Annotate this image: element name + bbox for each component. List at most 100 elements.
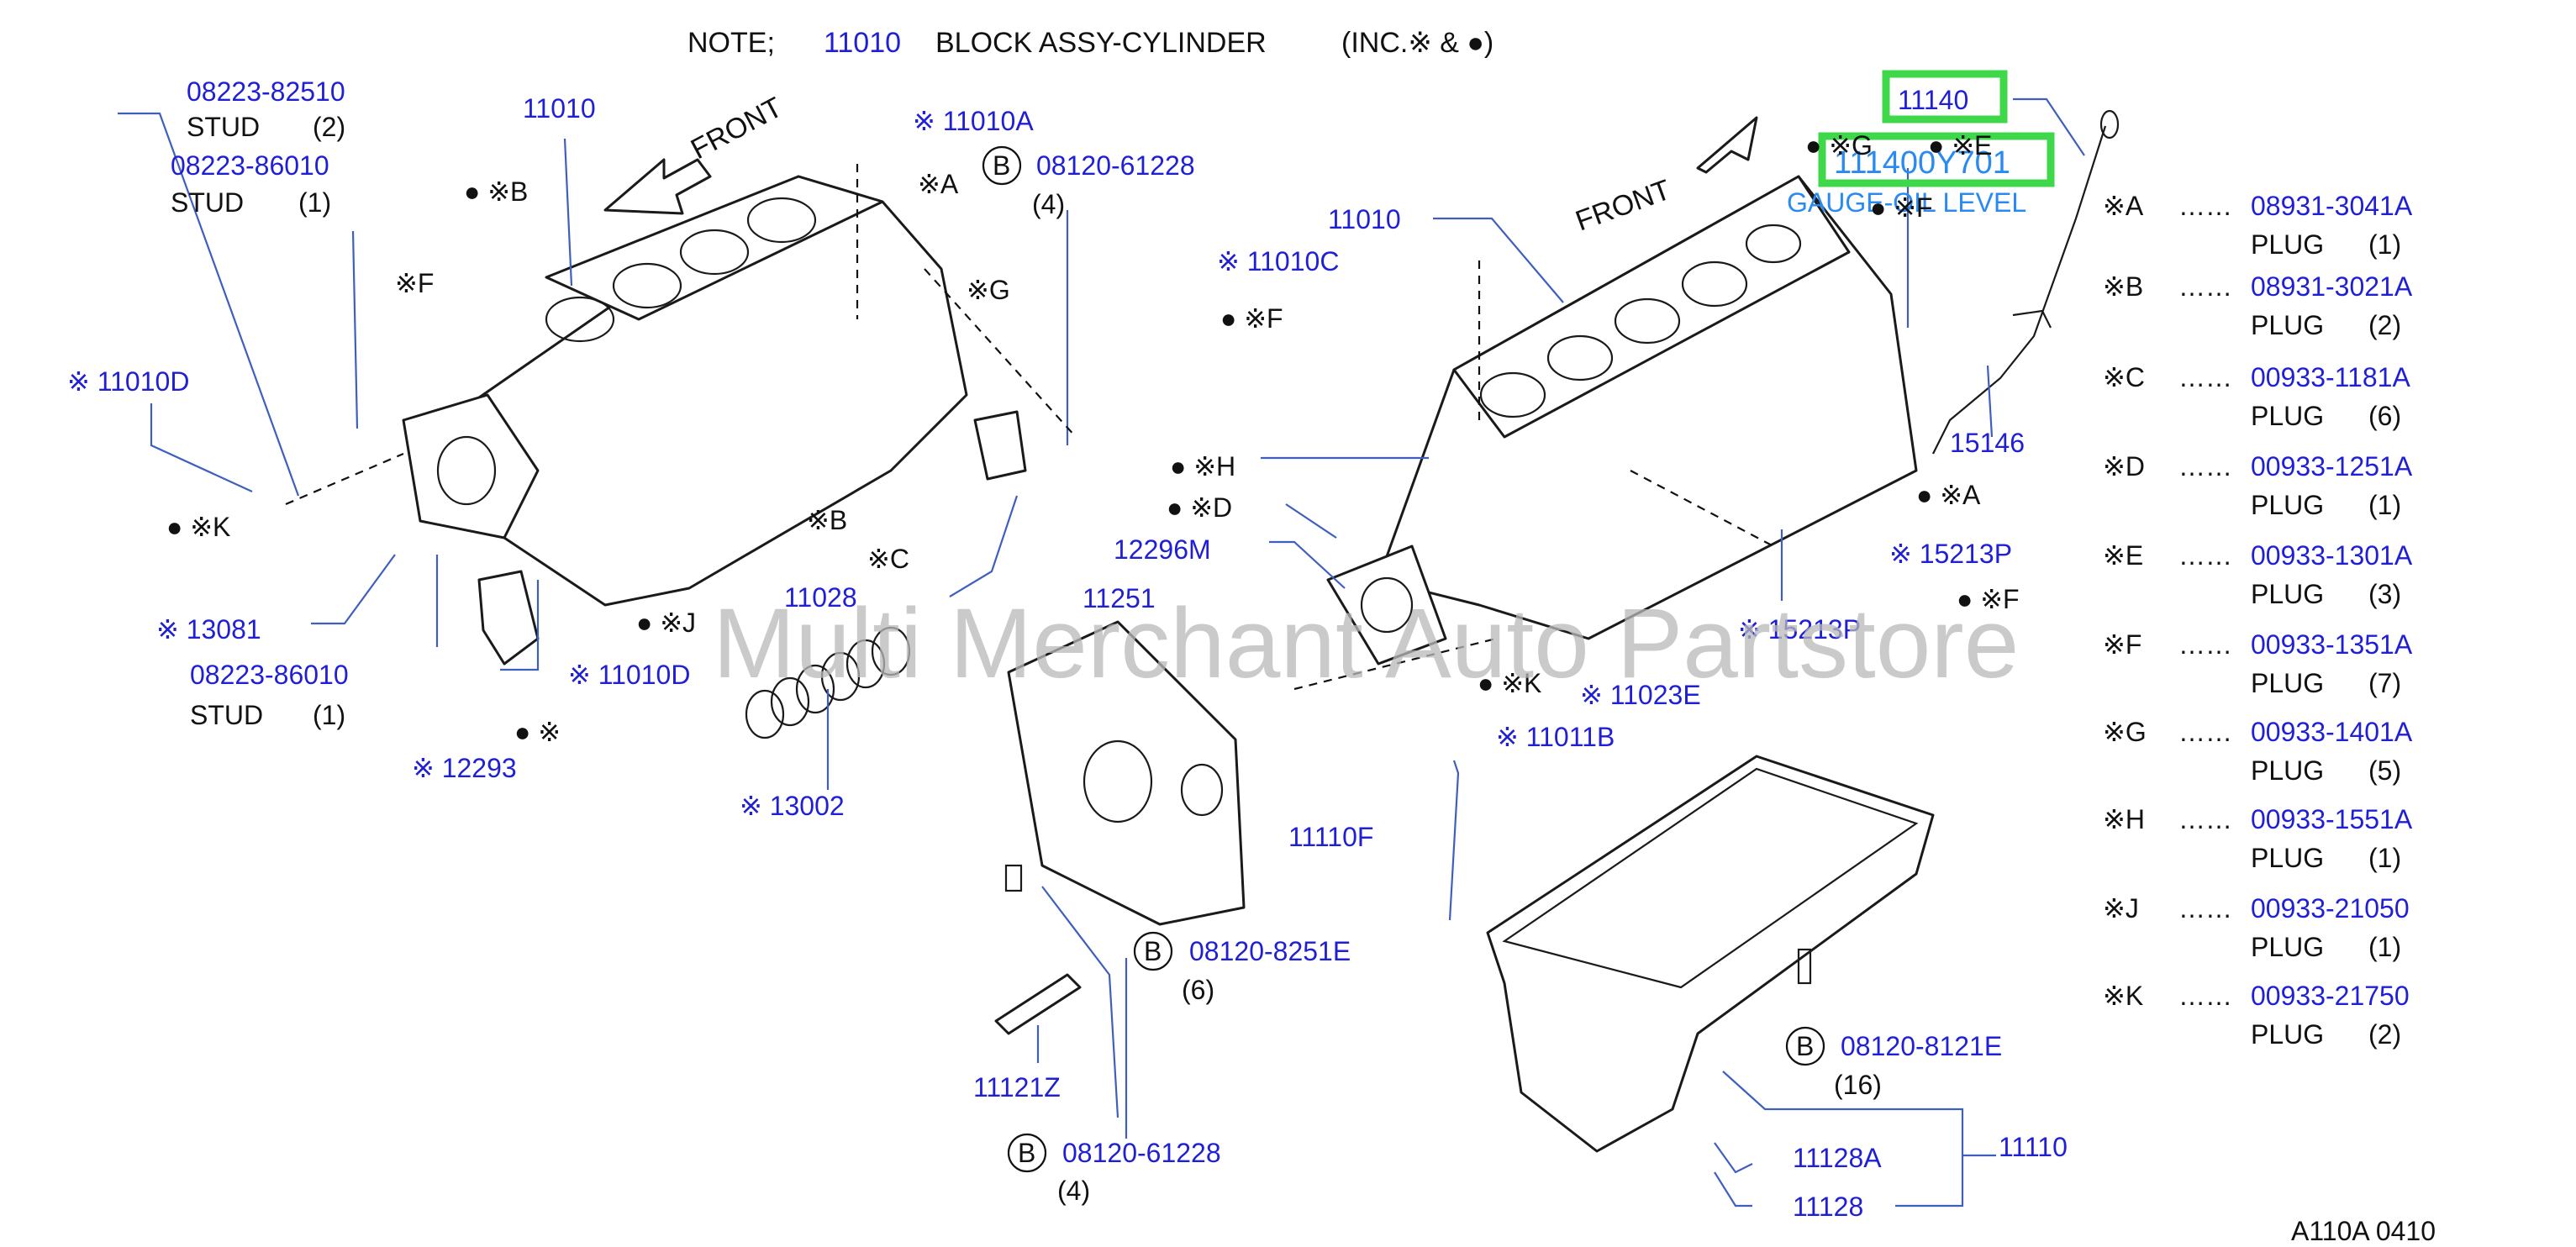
legend-part-g[interactable]: 00933-1401A: [2251, 717, 2413, 747]
legend-part-a[interactable]: 08931-3041A: [2251, 191, 2413, 221]
callout-11110F[interactable]: 11110F: [1288, 822, 1373, 852]
callout-15213P-b[interactable]: ※ 15213P: [1738, 614, 1861, 645]
legend-part-h[interactable]: 00933-1551A: [2251, 804, 2413, 834]
svg-text:……: ……: [2178, 451, 2232, 481]
legend-part-j[interactable]: 00933-21050: [2251, 893, 2410, 923]
legend-row-b: ※B …… 08931-3021A PLUG (2): [2103, 271, 2413, 340]
symbol-dot-j-left: ● ※J: [636, 608, 696, 638]
svg-text:……: ……: [2178, 804, 2232, 834]
callout-11121Z[interactable]: 11121Z: [973, 1072, 1061, 1102]
right-block-deck: [1452, 175, 1851, 439]
svg-text:PLUG: PLUG: [2251, 843, 2324, 873]
center-callouts: 11010 ※ 11010C ● ※F ● ※H ● ※D 12296M 112…: [973, 204, 1701, 1206]
svg-text:※K: ※K: [2103, 981, 2143, 1011]
callout-12296M[interactable]: 12296M: [1114, 534, 1211, 565]
callout-08120-8251E[interactable]: 08120-8251E: [1189, 936, 1351, 966]
symbol-a-left: ※A: [918, 169, 959, 199]
legend-part-k[interactable]: 00933-21750: [2251, 981, 2410, 1011]
legend-row-a: ※A …… 08931-3041A PLUG (1): [2103, 191, 2413, 260]
svg-text:……: ……: [2178, 717, 2232, 747]
note-header: NOTE; 11010 BLOCK ASSY-CYLINDER (INC.※ &…: [687, 27, 1493, 59]
callout-11251[interactable]: 11251: [1083, 583, 1156, 613]
svg-text:※A: ※A: [2103, 191, 2144, 221]
legend-row-g: ※G …… 00933-1401A PLUG (5): [2103, 717, 2413, 786]
left-callouts: 08223-82510 STUD (2) 08223-86010 STUD (1…: [67, 76, 1195, 821]
callout-15146[interactable]: 15146: [1950, 428, 2025, 458]
callout-11010A[interactable]: ※ 11010A: [913, 106, 1034, 136]
svg-text:(7): (7): [2368, 668, 2401, 698]
symbol-dot-h-center: ● ※H: [1170, 451, 1235, 481]
bolt-mark-b-1: [982, 145, 1022, 186]
left-side-plate: [973, 410, 1027, 481]
svg-text:……: ……: [2178, 362, 2232, 392]
legend-part-c[interactable]: 00933-1181A: [2251, 362, 2410, 392]
legend-row-j: ※J …… 00933-21050 PLUG (1): [2103, 893, 2410, 962]
callout-11023E[interactable]: ※ 11023E: [1580, 680, 1701, 710]
symbol-g-left: ※G: [967, 275, 1010, 305]
symbol-dot-k-center: ● ※K: [1478, 668, 1541, 698]
callout-13002[interactable]: ※ 13002: [740, 791, 845, 821]
callout-13081[interactable]: ※ 13081: [156, 614, 261, 645]
callout-11128A[interactable]: 11128A: [1793, 1143, 1882, 1173]
callout-stud-qty-2: (1): [298, 187, 331, 218]
svg-text:……: ……: [2178, 271, 2232, 302]
highlight-111400Y701: [1818, 132, 2055, 187]
legend-row-k: ※K …… 00933-21750 PLUG (2): [2103, 981, 2410, 1050]
bolt-mark-b-3: [1007, 1133, 1047, 1173]
legend-part-d[interactable]: 00933-1251A: [2251, 451, 2413, 481]
legend-part-b[interactable]: 08931-3021A: [2251, 271, 2413, 302]
callout-15213P-a[interactable]: ※ 15213P: [1889, 539, 2012, 569]
callout-11010D-lower[interactable]: ※ 11010D: [568, 660, 690, 690]
callout-11010C[interactable]: ※ 11010C: [1217, 246, 1339, 276]
callout-stud-desc-3: STUD: [190, 700, 263, 730]
pan-bolt: [1797, 948, 1812, 985]
svg-text:……: ……: [2178, 191, 2232, 221]
plate-bolt: [1004, 864, 1023, 892]
callout-stud-qty-3: (1): [313, 700, 345, 730]
callout-08223-82510[interactable]: 08223-82510: [187, 76, 345, 107]
symbol-dot-f-right-lower: ● ※F: [1957, 584, 2020, 614]
callout-08120-61228-bottom-qty: (4): [1057, 1176, 1090, 1206]
callout-11011B[interactable]: ※ 11011B: [1496, 722, 1615, 752]
callout-11110[interactable]: 11110: [1999, 1132, 2068, 1162]
callout-08120-8121E[interactable]: 08120-8121E: [1841, 1031, 2002, 1061]
legend-part-f[interactable]: 00933-1351A: [2251, 629, 2413, 660]
callout-stud-desc-1: STUD: [187, 112, 260, 142]
svg-text:PLUG: PLUG: [2251, 229, 2324, 260]
note-includes: (INC.※ & ●): [1341, 27, 1493, 59]
left-block-drawing: FRONT: [402, 92, 1027, 739]
svg-text:(6): (6): [2368, 401, 2401, 431]
callout-11010-left[interactable]: 11010: [523, 93, 596, 124]
svg-text:(5): (5): [2368, 755, 2401, 786]
oil-pan: [1486, 755, 1935, 1153]
symbol-dot-f-center: ● ※F: [1220, 303, 1283, 334]
legend-row-h: ※H …… 00933-1551A PLUG (1): [2103, 804, 2413, 873]
callout-gauge-oil-level[interactable]: GAUGE-OIL LEVEL: [1787, 187, 2026, 218]
svg-text:(1): (1): [2368, 229, 2401, 260]
callout-12293[interactable]: ※ 12293: [412, 753, 517, 783]
symbol-dot-g-right: ● ※G: [1805, 130, 1873, 160]
svg-text:※C: ※C: [2103, 362, 2145, 392]
callout-08120-61228-bottom[interactable]: 08120-61228: [1062, 1138, 1221, 1168]
note-part-number[interactable]: 11010: [824, 27, 901, 59]
svg-text:※G: ※G: [2103, 717, 2147, 747]
callout-11010-right[interactable]: 11010: [1328, 204, 1401, 234]
symbol-dot-e-right: ● ※E: [1928, 130, 1992, 160]
symbol-f-left: ※F: [395, 268, 434, 298]
svg-text:(3): (3): [2368, 579, 2401, 609]
svg-text:PLUG: PLUG: [2251, 310, 2324, 340]
callout-08223-86010-b[interactable]: 08223-86010: [190, 660, 349, 690]
callout-08120-61228-top[interactable]: 08120-61228: [1036, 150, 1195, 181]
bolt-mark-b-2-letter: B: [1144, 936, 1162, 966]
callout-11010D-top[interactable]: ※ 11010D: [67, 366, 189, 397]
callout-11140[interactable]: 11140: [1898, 85, 1968, 115]
callout-111400Y701[interactable]: 111400Y701: [1834, 145, 2010, 181]
diagram-code: A110A 0410: [2291, 1216, 2436, 1246]
svg-text:PLUG: PLUG: [2251, 1019, 2324, 1050]
bolt-mark-b-4: [1785, 1026, 1825, 1066]
callout-11128[interactable]: 11128: [1793, 1192, 1863, 1222]
legend-part-e[interactable]: 00933-1301A: [2251, 540, 2413, 571]
callout-11028[interactable]: 11028: [784, 582, 857, 613]
legend-row-e: ※E …… 00933-1301A PLUG (3): [2103, 540, 2413, 609]
callout-08223-86010-a[interactable]: 08223-86010: [171, 150, 329, 181]
